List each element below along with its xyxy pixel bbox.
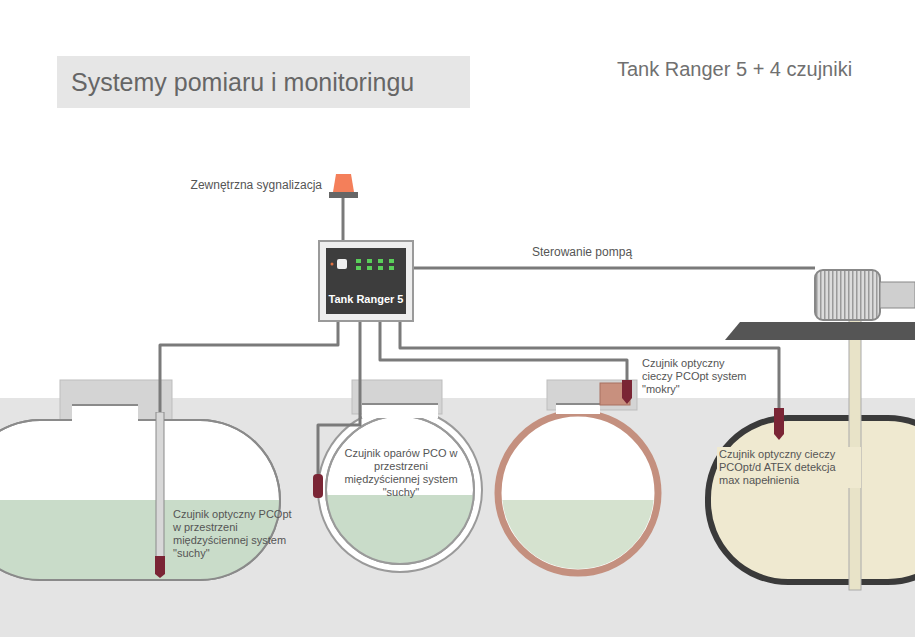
beacon-shape bbox=[329, 172, 358, 198]
sensor-label: Zewnętrzna sygnalizacja bbox=[186, 178, 322, 192]
label: Tank Ranger 5 + 4 czujniki bbox=[617, 57, 852, 81]
wire bbox=[400, 322, 779, 408]
sensor-probe: Czujnik optyczny cieczy PCOpt system "mo… bbox=[622, 380, 632, 404]
status-leds bbox=[328, 256, 408, 276]
label: Sterowanie pompą bbox=[530, 245, 634, 259]
sensor-probe: Czujnik optyczny PCOpt w przestrzeni mię… bbox=[155, 412, 165, 578]
title: Systemy pomiaru i monitoringu bbox=[71, 68, 414, 96]
tank-4 bbox=[708, 418, 915, 582]
sensor-label: Czujnik optyczny cieczy PCOpt/d ATEX det… bbox=[717, 447, 861, 488]
tank-2 bbox=[318, 380, 482, 575]
sensor-probe: Czujnik oparów PCO w przestrzeni międzyś… bbox=[312, 474, 324, 498]
sensor-label: Czujnik optyczny PCOpt w przestrzeni mię… bbox=[173, 508, 293, 560]
wire bbox=[380, 322, 627, 380]
beacon: Zewnętrzna sygnalizacja bbox=[329, 172, 358, 198]
tank-1 bbox=[0, 380, 290, 590]
sensor-label: Czujnik optyczny cieczy PCOpt system "mo… bbox=[642, 357, 752, 396]
pump bbox=[725, 270, 915, 590]
pump-wire bbox=[414, 267, 815, 270]
wire bbox=[160, 322, 338, 412]
probe-shape bbox=[312, 474, 324, 498]
wire bbox=[342, 198, 345, 240]
probe-shape bbox=[774, 408, 784, 440]
sensor-probe: Czujnik optyczny cieczy PCOpt/d ATEX det… bbox=[774, 408, 784, 440]
device-name: Tank Ranger 5 bbox=[320, 293, 412, 306]
controller: Tank Ranger 5 bbox=[318, 240, 414, 322]
sensor-label: Czujnik oparów PCO w przestrzeni międzyś… bbox=[340, 447, 462, 499]
probe-shape bbox=[155, 412, 165, 578]
title-band: Systemy pomiaru i monitoringu bbox=[57, 56, 470, 108]
probe-shape bbox=[622, 380, 632, 404]
tank-3 bbox=[498, 380, 660, 580]
